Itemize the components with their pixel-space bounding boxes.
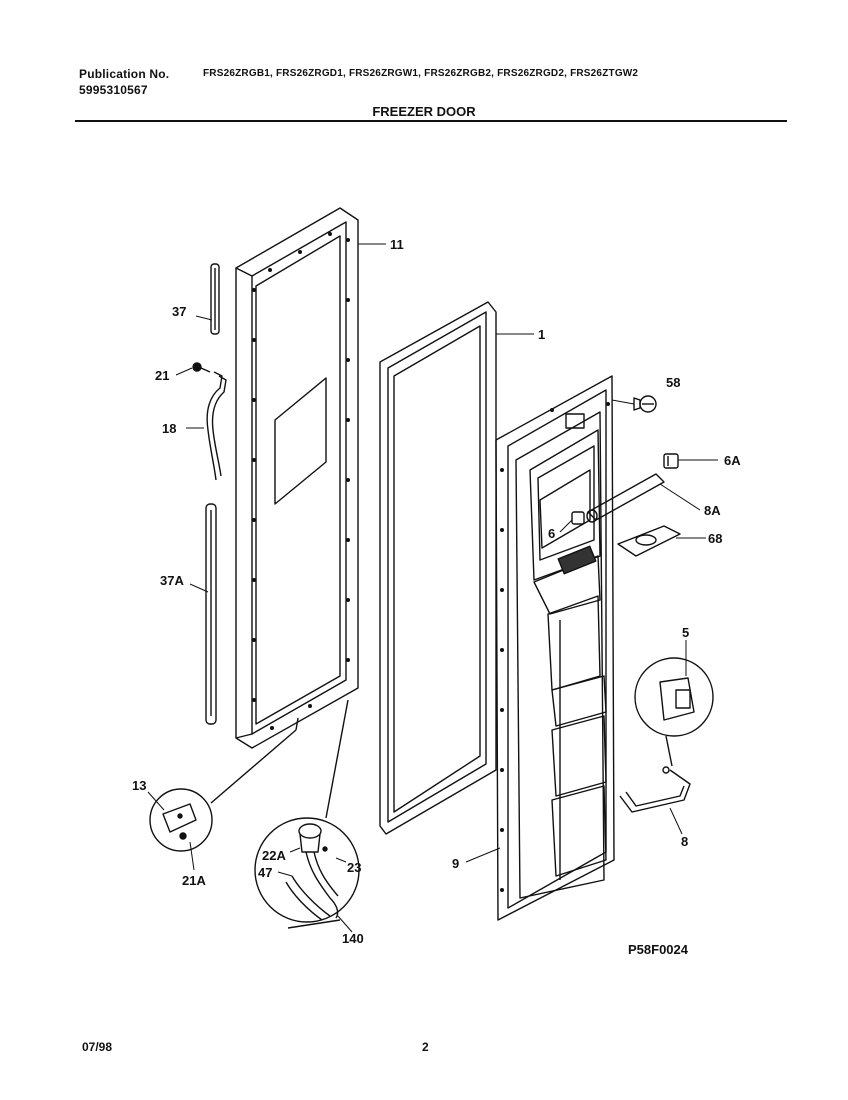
callout-58: 58 <box>666 375 680 390</box>
callout-68: 68 <box>708 531 722 546</box>
figure-code: P58F0024 <box>628 942 689 957</box>
header-rule <box>75 120 787 122</box>
part-8-bracket <box>619 766 691 813</box>
detail-circle-13 <box>149 717 299 852</box>
callout-47: 47 <box>258 865 272 880</box>
callout-11: 11 <box>390 237 404 252</box>
callout-6A: 6A <box>724 453 741 468</box>
page-number: 2 <box>422 1040 429 1054</box>
part-11-door-panel <box>235 207 359 749</box>
part-21-screw <box>192 362 211 373</box>
callout-18: 18 <box>162 421 176 436</box>
callout-22A: 22A <box>262 848 286 863</box>
part-18-hinge <box>206 371 227 481</box>
part-37A-trim-strip <box>205 503 217 725</box>
callout-9: 9 <box>452 856 459 871</box>
leader-lines <box>147 243 718 933</box>
detail-circle-wiring <box>254 699 360 929</box>
callout-21A: 21A <box>182 873 206 888</box>
publication-number: 5995310567 <box>79 83 148 97</box>
callout-37: 37 <box>172 304 186 319</box>
part-9-outer-door <box>495 375 615 921</box>
footer-date: 07/98 <box>82 1040 113 1054</box>
part-6-clip <box>571 511 585 525</box>
callout-8A: 8A <box>704 503 721 518</box>
part-1-gasket <box>379 301 497 835</box>
callout-8: 8 <box>681 834 688 849</box>
callout-21: 21 <box>155 368 169 383</box>
model-list: FRS26ZRGB1, FRS26ZRGD1, FRS26ZRGW1, FRS2… <box>203 68 639 79</box>
callout-5: 5 <box>682 625 689 640</box>
callout-140: 140 <box>342 931 364 946</box>
part-6A-clip <box>663 453 679 469</box>
callout-13: 13 <box>132 778 146 793</box>
part-68-actuator <box>617 525 681 557</box>
page-title: FREEZER DOOR <box>372 104 476 119</box>
callout-23: 23 <box>347 860 361 875</box>
callout-1: 1 <box>538 327 545 342</box>
callout-37A: 37A <box>160 573 184 588</box>
detail-circle-5 <box>634 657 714 767</box>
callout-6: 6 <box>548 526 555 541</box>
part-8A-bar <box>586 473 665 523</box>
part-58-screw <box>633 395 657 413</box>
publication-label: Publication No. <box>79 67 170 81</box>
part-37-trim-strip <box>210 263 220 335</box>
